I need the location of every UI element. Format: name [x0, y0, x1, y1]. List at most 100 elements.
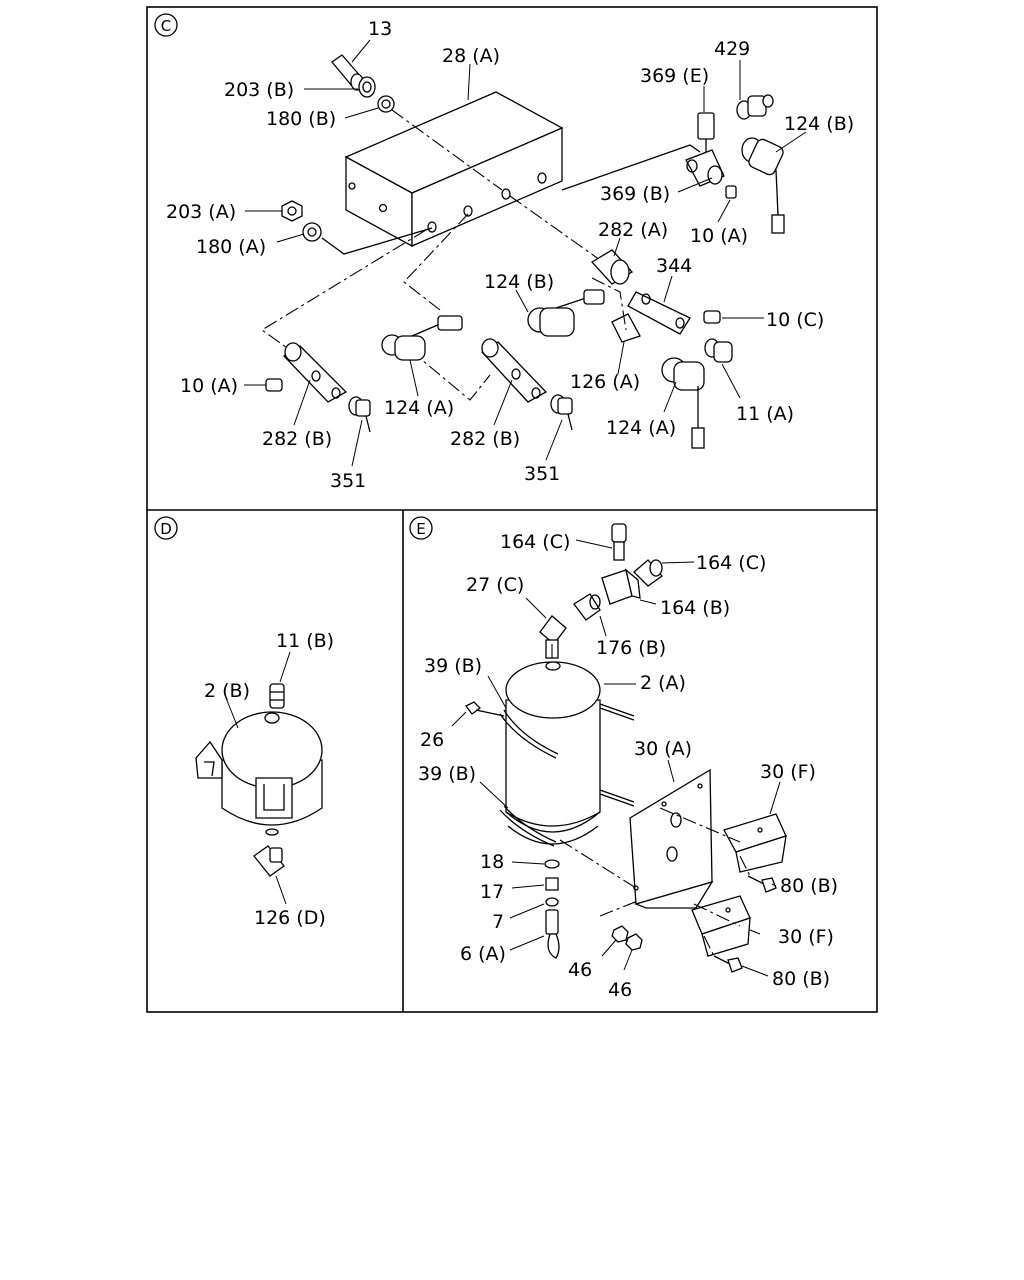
tank-2B [195, 711, 323, 836]
plug-10A-top [725, 185, 737, 199]
callout-13: 13 [368, 18, 392, 40]
callout-344: 344 [656, 255, 692, 277]
washer-18 [544, 859, 560, 869]
callout-164C-right: 164 (C) [696, 552, 766, 574]
callout-80B-low: 80 (B) [772, 968, 830, 990]
manifold-block [344, 91, 564, 248]
bolt-26 [465, 701, 505, 717]
valve-124B-top [741, 137, 785, 234]
valve-124B-mid [527, 289, 605, 337]
nut-203A [281, 200, 303, 222]
section-d-labels: 11 (B) 2 (B) 126 (D) [204, 630, 334, 929]
callout-7: 7 [492, 911, 504, 933]
fitting-164C-right [633, 559, 663, 587]
callout-26: 26 [420, 729, 444, 751]
callout-11B: 11 (B) [276, 630, 334, 652]
elbow-351-right [550, 394, 573, 431]
section-d-parts: 11 (B) 2 (B) 126 (D) [195, 630, 334, 929]
callout-39B-low: 39 (B) [418, 763, 476, 785]
callout-351-left: 351 [330, 470, 366, 492]
cock-6A [545, 909, 560, 959]
fitting-282B-left [282, 342, 348, 403]
washer-180A [302, 222, 322, 242]
callout-28A: 28 (A) [442, 45, 500, 67]
diagram-frames [146, 6, 878, 1013]
callout-11A: 11 (A) [736, 403, 794, 425]
section-e-guides [551, 644, 751, 957]
callout-124A-right: 124 (A) [606, 417, 676, 439]
section-c-leaders [244, 39, 807, 467]
callout-282A: 282 (A) [598, 219, 668, 241]
section-e-parts: 164 (C) 164 (C) 27 (C) 164 (B) 176 (B) 3… [418, 523, 838, 1001]
callout-2A: 2 (A) [640, 672, 686, 694]
section-e-marker: E [409, 516, 433, 540]
section-e-leaders [451, 539, 781, 977]
strap-39B-top [499, 709, 559, 759]
callout-203B: 203 (B) [224, 79, 294, 101]
callout-369E: 369 (E) [640, 65, 709, 87]
bolt-80B-top [747, 875, 777, 893]
callout-30F-low: 30 (F) [778, 926, 834, 948]
callout-126D: 126 (D) [254, 907, 326, 929]
plug-17 [545, 877, 559, 891]
nut-46-a [611, 925, 629, 943]
sensor-11B [269, 683, 285, 709]
callout-369B: 369 (B) [600, 183, 670, 205]
nut-46-b [625, 933, 643, 951]
callout-30A: 30 (A) [634, 738, 692, 760]
section-c-marker: C [154, 13, 178, 37]
callout-6A: 6 (A) [460, 943, 506, 965]
callout-10A-left: 10 (A) [180, 375, 238, 397]
section-c-letter: C [161, 17, 171, 35]
valve-124A-right [661, 357, 705, 449]
callout-164B: 164 (B) [660, 597, 730, 619]
fitting-282B-right [480, 338, 548, 403]
callout-176B: 176 (B) [596, 637, 666, 659]
callout-17: 17 [480, 881, 504, 903]
callout-46-a: 46 [568, 959, 592, 981]
section-e-letter: E [416, 520, 425, 538]
section-d-marker: D [154, 516, 178, 540]
callout-10A-top: 10 (A) [690, 225, 748, 247]
callout-351-right: 351 [524, 463, 560, 485]
section-c-labels: 13 203 (B) 180 (B) 28 (A) 429 369 (E) 12… [166, 18, 854, 492]
washer-180B [377, 95, 395, 113]
sensor-11A [704, 338, 733, 363]
callout-80B-top: 80 (B) [780, 875, 838, 897]
fitting-282A [590, 249, 634, 285]
section-e-labels: 164 (C) 164 (C) 27 (C) 164 (B) 176 (B) 3… [418, 531, 838, 1001]
callout-203A: 203 (A) [166, 201, 236, 223]
washer-203B [358, 76, 376, 98]
bolt-80B-low [713, 955, 743, 973]
callout-27C: 27 (C) [466, 574, 524, 596]
callout-180B: 180 (B) [266, 108, 336, 130]
callout-282B-left: 282 (B) [262, 428, 332, 450]
washer-7 [545, 897, 559, 907]
callout-2B: 2 (B) [204, 680, 250, 702]
elbow-27C [539, 615, 567, 659]
air-tank-2A [505, 661, 635, 845]
fitting-164C-top [611, 523, 627, 561]
valve-block-344 [627, 291, 691, 335]
tee-369B [685, 149, 725, 187]
strap-39B-low [499, 805, 557, 847]
connector-369E [697, 112, 715, 156]
plug-10C [703, 310, 721, 324]
callout-46-b: 46 [608, 979, 632, 1001]
callout-126A: 126 (A) [570, 371, 640, 393]
callout-180A: 180 (A) [196, 236, 266, 258]
callout-124A-left: 124 (A) [384, 397, 454, 419]
callout-282B-right: 282 (B) [450, 428, 520, 450]
elbow-351-left [348, 396, 371, 433]
fitting-13 [331, 54, 364, 91]
plug-10A-left [265, 378, 283, 392]
valve-124A-left [381, 315, 463, 361]
fitting-176B [573, 593, 601, 621]
section-d-leaders [225, 651, 291, 905]
callout-30F-top: 30 (F) [760, 761, 816, 783]
callout-164C-top: 164 (C) [500, 531, 570, 553]
tee-164B [601, 568, 641, 605]
bracket-30F-low [691, 895, 751, 957]
callout-124B-top: 124 (B) [784, 113, 854, 135]
